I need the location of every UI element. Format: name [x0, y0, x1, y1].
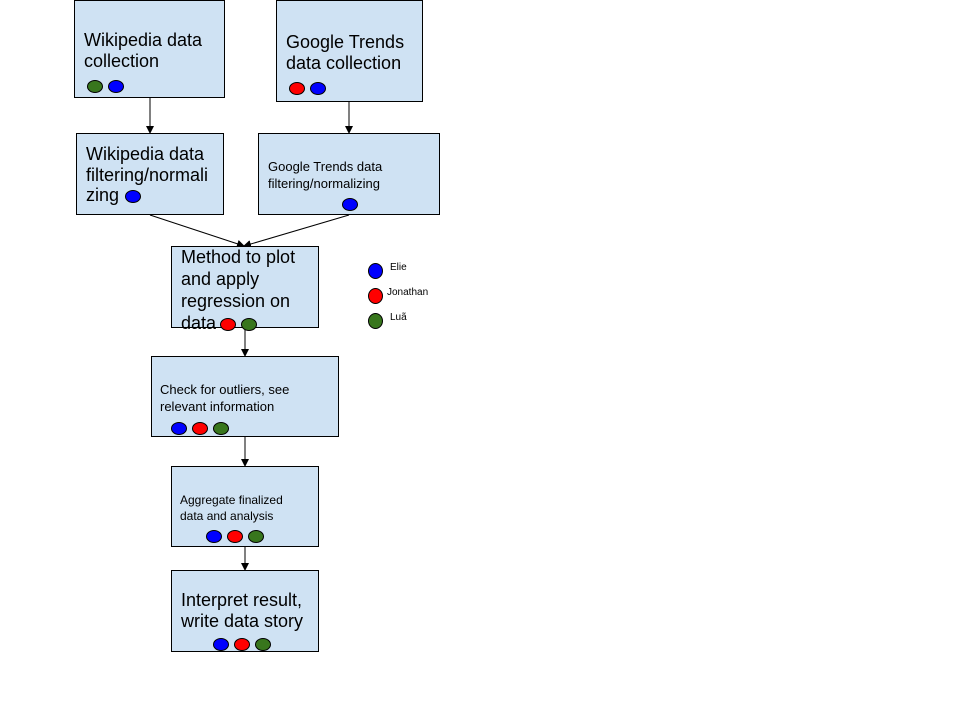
legend-item-elie: Elie: [368, 262, 407, 280]
member-dot-jonathan: [289, 82, 305, 96]
member-dot-jonathan: [234, 638, 250, 652]
member-dot-jonathan: [220, 317, 237, 331]
legend-item-jonathan: Jonathan: [368, 287, 428, 305]
member-dot-elie: [206, 529, 222, 543]
member-dot-elie: [213, 638, 229, 652]
node-method-plot-regression: Method to plot and apply regression on d…: [171, 246, 319, 333]
member-dots: [289, 77, 422, 98]
member-dots: [213, 633, 318, 654]
node-label: Interpret result, write data story: [181, 590, 304, 631]
node-label: Google Trends data collection: [286, 32, 405, 73]
member-dot-lua: [248, 529, 264, 543]
node-aggregate-finalized-data: Aggregate finalized data and analysis: [171, 466, 319, 547]
node-label: Method to plot and apply regression on d…: [181, 247, 296, 333]
legend-item-lua: Luã: [368, 312, 407, 330]
member-dot-elie: [108, 80, 124, 94]
member-dots: [220, 313, 262, 335]
node-label: Aggregate finalized data and analysis: [180, 493, 283, 524]
member-dot-lua: [213, 421, 229, 435]
member-dots: [171, 420, 338, 437]
node-wikipedia-data-collection: Wikipedia data collection: [74, 0, 225, 98]
member-dot-elie: [342, 197, 358, 211]
node-label: Google Trends data filtering/normalizing: [268, 159, 383, 191]
node-google-trends-data-filtering: Google Trends data filtering/normalizing: [258, 133, 440, 215]
member-dot-elie: [310, 82, 326, 96]
member-dot-jonathan: [192, 421, 208, 435]
member-dot-elie: [125, 190, 142, 204]
node-wikipedia-data-filtering: Wikipedia data filtering/normali zing: [76, 133, 224, 215]
member-dots: [125, 185, 146, 206]
node-label: Check for outliers, see relevant informa…: [160, 382, 290, 414]
member-dot-lua: [255, 638, 271, 652]
legend-dot-lua: [368, 312, 383, 329]
node-google-trends-data-collection: Google Trends data collection: [276, 0, 423, 102]
member-dots: [87, 75, 224, 96]
legend-label-jonathan: Jonathan: [387, 287, 429, 298]
member-dots: [342, 196, 439, 213]
node-interpret-result: Interpret result, write data story: [171, 570, 319, 652]
legend-label-lua: Luã: [390, 312, 407, 323]
member-dot-jonathan: [227, 529, 243, 543]
member-dots: [206, 527, 318, 543]
node-label: Wikipedia data collection: [84, 30, 203, 71]
legend-label-elie: Elie: [390, 262, 407, 273]
node-check-outliers: Check for outliers, see relevant informa…: [151, 356, 339, 437]
legend-dot-jonathan: [368, 287, 383, 304]
member-dot-lua: [241, 317, 258, 331]
edge-trends-filter-to-method: [243, 214, 350, 248]
legend-dot-elie: [368, 262, 383, 279]
member-dot-elie: [171, 421, 187, 435]
node-label: Wikipedia data filtering/normali zing: [86, 144, 209, 206]
edge-wiki-filter-to-method: [149, 214, 245, 248]
member-dot-lua: [87, 80, 103, 94]
